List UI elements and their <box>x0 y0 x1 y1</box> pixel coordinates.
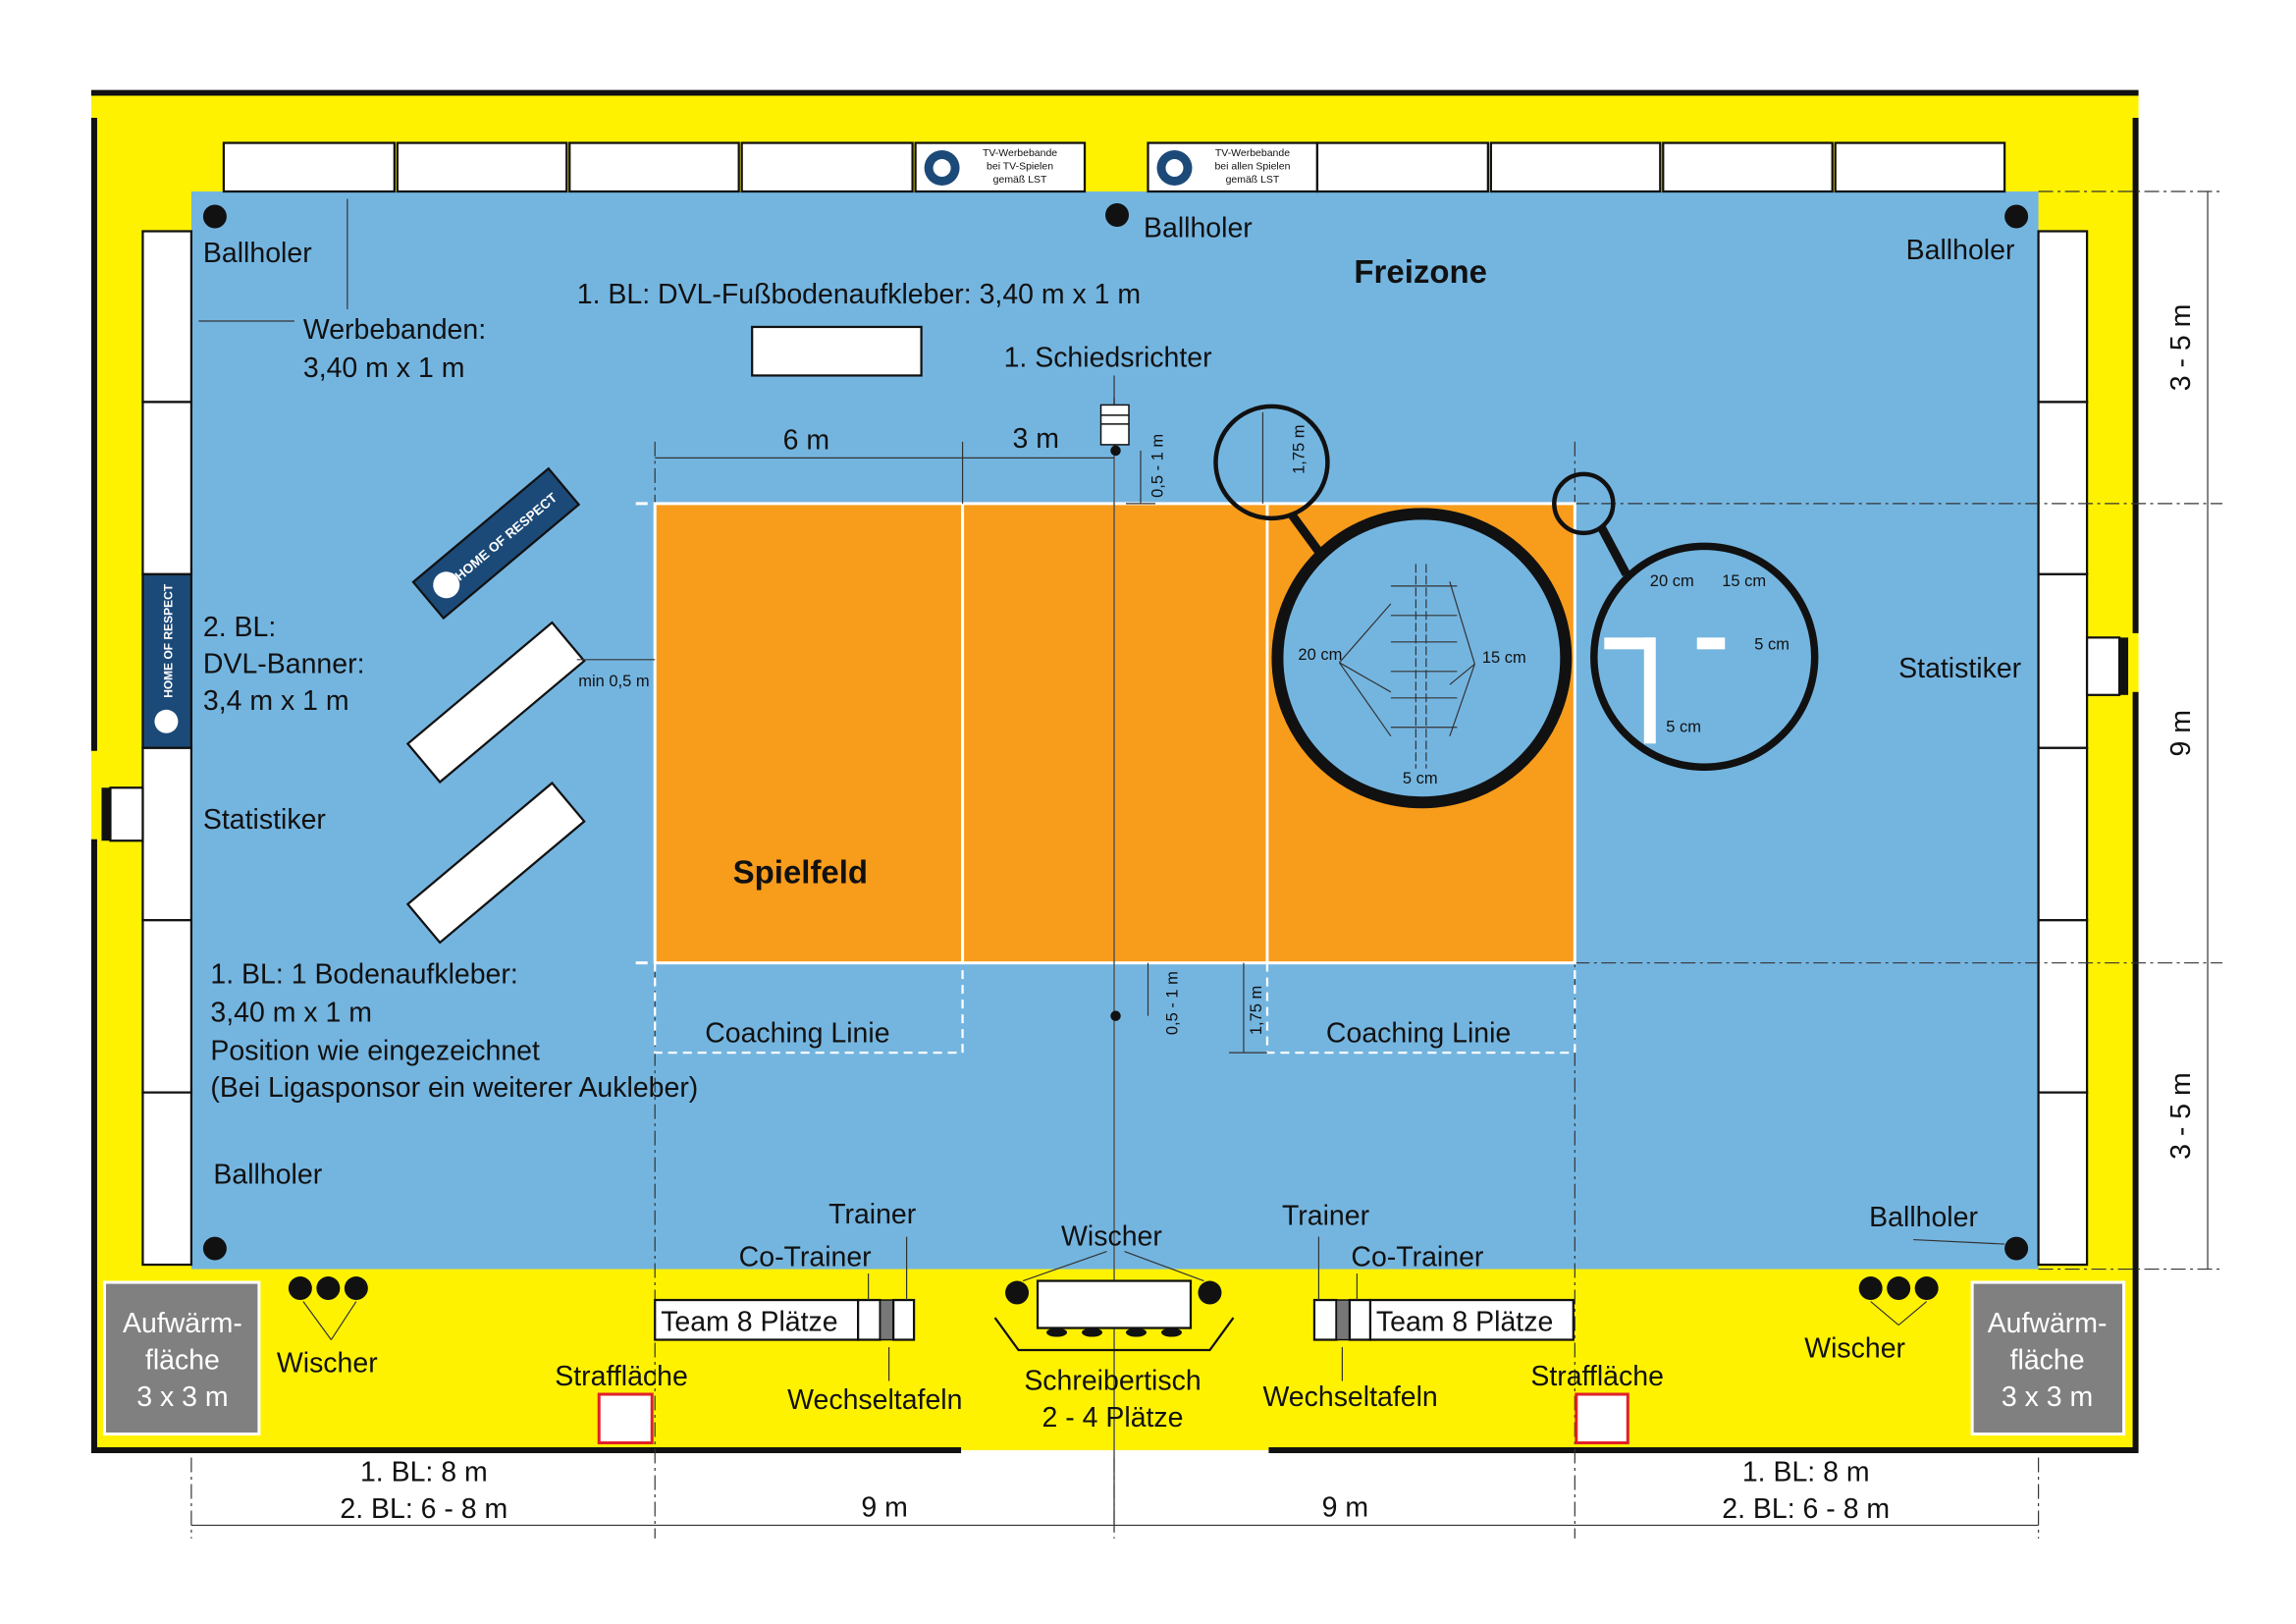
dimension-lines <box>198 198 1267 1054</box>
statistiker-desk-right <box>2085 636 2121 696</box>
svg-text:1. BL: 8 m: 1. BL: 8 m <box>1742 1456 1870 1488</box>
side-banners: HOME OF RESPECT <box>141 230 2089 1267</box>
svg-text:Werbebanden:: Werbebanden: <box>303 314 486 346</box>
svg-text:Coaching Linie: Coaching Linie <box>1326 1018 1511 1050</box>
svg-text:1. BL: 1 Bodenaufkleber:: 1. BL: 1 Bodenaufkleber: <box>210 959 517 991</box>
svg-text:TV-Werbebande: TV-Werbebande <box>983 148 1057 159</box>
penalty-area-right <box>1575 1392 1629 1444</box>
svg-text:Team 8 Plätze: Team 8 Plätze <box>1376 1307 1553 1338</box>
svg-text:3 - 5 m: 3 - 5 m <box>2165 1072 2197 1160</box>
svg-text:3,40 m x 1 m: 3,40 m x 1 m <box>210 998 372 1029</box>
svg-text:TV-Werbebande: TV-Werbebande <box>1215 148 1290 159</box>
svg-text:Coaching Linie: Coaching Linie <box>705 1018 889 1050</box>
svg-text:9 m: 9 m <box>2165 710 2197 756</box>
svg-text:Wischer: Wischer <box>1061 1221 1162 1253</box>
warmup-area-right <box>1970 1280 2126 1435</box>
ballholer-label: Ballholer <box>1869 1202 1978 1233</box>
freizone-label: Freizone <box>1354 253 1487 290</box>
svg-text:Co-Trainer: Co-Trainer <box>1351 1242 1483 1273</box>
statistiker-desk-left <box>109 786 144 842</box>
coaching-lines <box>654 962 1576 1055</box>
svg-text:5 cm: 5 cm <box>1754 635 1789 653</box>
svg-text:DVL-Banner:: DVL-Banner: <box>203 648 365 679</box>
svg-text:2 - 4 Plätze: 2 - 4 Plätze <box>1042 1402 1184 1434</box>
svg-text:Aufwärm-: Aufwärm- <box>1988 1308 2108 1339</box>
wischer-positions <box>288 1276 1939 1305</box>
svg-text:bei TV-Spielen: bei TV-Spielen <box>987 162 1053 173</box>
svg-text:Wechseltafeln: Wechseltafeln <box>1262 1381 1437 1413</box>
svg-text:20 cm: 20 cm <box>1298 646 1342 664</box>
svg-text:gemäß LST: gemäß LST <box>1226 175 1280 186</box>
svg-text:Position wie eingezeichnet: Position wie eingezeichnet <box>210 1036 540 1067</box>
svg-text:1,75 m: 1,75 m <box>1290 424 1308 473</box>
statistiker-label: Statistiker <box>203 804 326 836</box>
svg-text:1. BL: 8 m: 1. BL: 8 m <box>360 1456 488 1488</box>
svg-text:0,5 - 1 m: 0,5 - 1 m <box>1148 434 1166 498</box>
svg-text:Aufwärm-: Aufwärm- <box>123 1308 242 1339</box>
svg-text:3 - 5 m: 3 - 5 m <box>2165 304 2197 392</box>
svg-text:1,75 m: 1,75 m <box>1248 986 1265 1035</box>
svg-text:bei allen Spielen: bei allen Spielen <box>1214 162 1290 173</box>
dvl-banner-2 <box>405 781 586 945</box>
svg-text:1. Schiedsrichter: 1. Schiedsrichter <box>1004 342 1212 373</box>
svg-text:1. BL: DVL-Fußbodenaufkleber:: 1. BL: DVL-Fußbodenaufkleber: 3,40 m x 1… <box>577 279 1141 310</box>
ballholer-positions <box>202 203 2029 1261</box>
svg-text:3 m: 3 m <box>1013 423 1059 455</box>
ballholer-label: Ballholer <box>213 1160 322 1191</box>
svg-text:Straffläche: Straffläche <box>555 1361 688 1392</box>
warmup-area-left <box>102 1280 261 1435</box>
spielfeld-label: Spielfeld <box>733 854 868 891</box>
svg-text:2. BL: 6 - 8 m: 2. BL: 6 - 8 m <box>340 1493 507 1525</box>
hall-walls <box>90 89 2139 1453</box>
svg-text:2. BL: 6 - 8 m: 2. BL: 6 - 8 m <box>1722 1493 1890 1525</box>
svg-text:5 cm: 5 cm <box>1666 718 1701 735</box>
svg-text:gemäß LST: gemäß LST <box>993 175 1047 186</box>
svg-text:5 cm: 5 cm <box>1403 770 1438 787</box>
svg-text:Straffläche: Straffläche <box>1530 1361 1664 1392</box>
svg-text:Team 8 Plätze: Team 8 Plätze <box>661 1307 837 1338</box>
scorer-table <box>993 1279 1235 1352</box>
svg-text:(Bei Ligasponsor ein weiterer: (Bei Ligasponsor ein weiterer Aukleber) <box>210 1072 698 1104</box>
svg-text:Trainer: Trainer <box>1282 1201 1369 1232</box>
svg-text:20 cm: 20 cm <box>1650 572 1694 590</box>
court-corner-detail-magnifier: 20 cm 15 cm 5 cm 5 cm <box>1552 471 1819 772</box>
ballholer-label: Ballholer <box>203 238 312 269</box>
svg-text:2. BL:: 2. BL: <box>203 612 276 643</box>
svg-text:3,40 m x 1 m: 3,40 m x 1 m <box>303 352 465 384</box>
svg-text:Wischer: Wischer <box>277 1348 378 1380</box>
statistiker-label: Statistiker <box>1898 653 2021 684</box>
svg-text:fläche: fläche <box>2010 1345 2085 1377</box>
svg-text:3 x 3 m: 3 x 3 m <box>136 1381 228 1413</box>
svg-text:15 cm: 15 cm <box>1482 649 1526 667</box>
net-post-detail-magnifier: 20 cm 15 cm 5 cm <box>1213 404 1573 809</box>
svg-text:min 0,5 m: min 0,5 m <box>578 673 649 690</box>
top-banners: TV-Werbebande bei TV-Spielen gemäß LST T… <box>222 141 2006 193</box>
floor-sticker <box>751 325 923 377</box>
dvl-banner-1 <box>405 621 586 785</box>
svg-text:9 m: 9 m <box>861 1491 907 1523</box>
svg-text:Wechseltafeln: Wechseltafeln <box>787 1384 962 1416</box>
svg-text:Trainer: Trainer <box>828 1199 916 1230</box>
pointer-lines <box>302 1236 2005 1381</box>
svg-text:Co-Trainer: Co-Trainer <box>739 1242 872 1273</box>
svg-text:15 cm: 15 cm <box>1722 572 1766 590</box>
svg-text:6 m: 6 m <box>783 424 829 456</box>
svg-text:3 x 3 m: 3 x 3 m <box>2002 1381 2093 1413</box>
svg-text:9 m: 9 m <box>1322 1491 1368 1523</box>
svg-text:Wischer: Wischer <box>1804 1333 1905 1365</box>
outer-dimensions <box>190 191 2209 1527</box>
team-bench-right <box>1368 1298 1575 1341</box>
svg-text:HOME OF RESPECT: HOME OF RESPECT <box>161 583 175 698</box>
penalty-area-left <box>597 1392 654 1444</box>
ballholer-label: Ballholer <box>1144 213 1253 244</box>
svg-text:3,4 m x 1 m: 3,4 m x 1 m <box>203 685 349 717</box>
svg-text:fläche: fläche <box>145 1345 220 1377</box>
svg-text:0,5 - 1 m: 0,5 - 1 m <box>1163 971 1181 1035</box>
svg-text:Schreibertisch: Schreibertisch <box>1024 1365 1201 1396</box>
ballholer-label: Ballholer <box>1906 235 2015 266</box>
